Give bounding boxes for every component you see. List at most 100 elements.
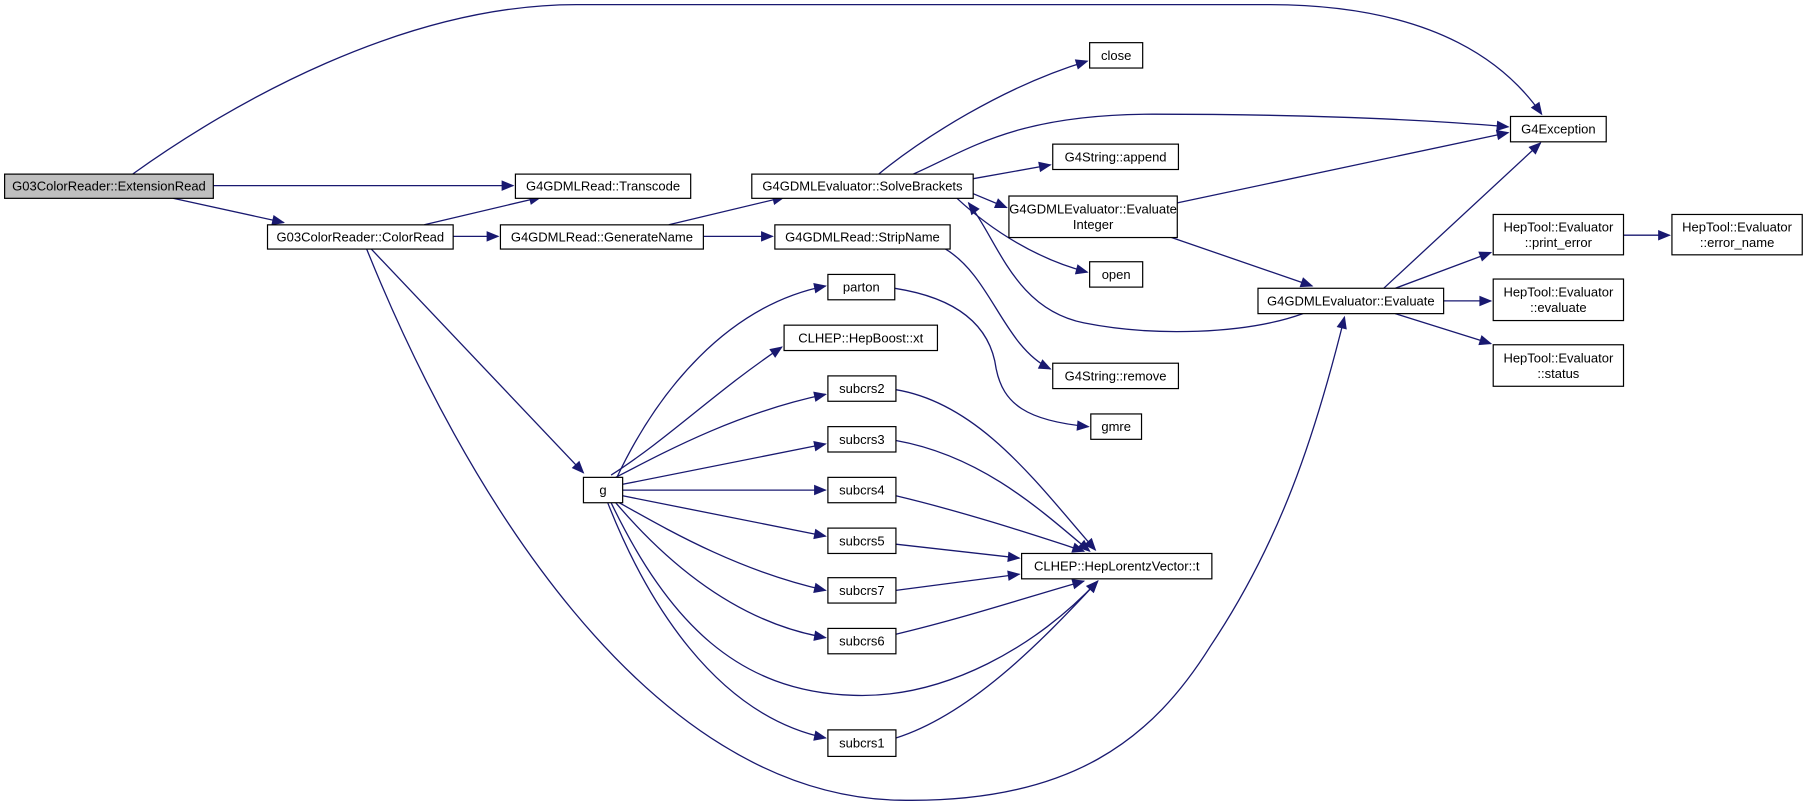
node-hep-evaluate[interactable]: HepTool::Evaluator::evaluate xyxy=(1492,278,1625,322)
node-label: ::error_name xyxy=(1700,235,1774,250)
node-label: HepTool::Evaluator xyxy=(1503,285,1614,300)
node-g[interactable]: g xyxy=(582,476,624,504)
edge-arrowhead xyxy=(1479,295,1493,307)
edge-colorread-to-transcode xyxy=(424,194,543,226)
edge-line xyxy=(968,202,1304,333)
edge-line xyxy=(895,580,1099,739)
edge-line xyxy=(895,389,1096,551)
node-label: open xyxy=(1102,267,1131,282)
node-colorread[interactable]: G03ColorReader::ColorRead xyxy=(266,224,454,250)
edge-line xyxy=(370,248,584,474)
edge-generatename-to-stripname xyxy=(703,231,774,242)
node-box xyxy=(1090,413,1143,440)
node-transcode[interactable]: G4GDMLRead::Transcode xyxy=(514,173,692,199)
edge-arrowhead xyxy=(1496,120,1510,132)
node-g4exception[interactable]: G4Exception xyxy=(1509,115,1607,143)
edge-g-to-subcrs3 xyxy=(622,441,827,485)
edge-generatename-to-solvebrackets xyxy=(668,194,786,226)
node-subcrs3[interactable]: subcrs3 xyxy=(827,426,897,453)
node-subcrs2[interactable]: subcrs2 xyxy=(827,375,897,402)
node-box xyxy=(774,224,951,250)
node-subcrs6[interactable]: subcrs6 xyxy=(827,627,897,655)
edge-colorread-to-generatename xyxy=(453,231,500,242)
edge-line xyxy=(610,346,783,476)
node-box xyxy=(1021,552,1213,580)
node-extensionread[interactable]: G03ColorReader::ExtensionRead xyxy=(4,173,214,199)
edge-g-to-subcrs1 xyxy=(607,502,827,741)
edge-arrowhead xyxy=(761,231,774,242)
edge-arrowhead xyxy=(1071,542,1086,553)
node-label: subcrs2 xyxy=(839,381,885,396)
node-evaluate[interactable]: G4GDMLEvaluator::Evaluate xyxy=(1257,287,1445,315)
edge-line xyxy=(895,580,1085,635)
edge-line xyxy=(622,443,826,485)
node-box xyxy=(1257,287,1445,315)
node-generatename[interactable]: G4GDMLRead::GenerateName xyxy=(499,224,704,250)
edge-arrowhead xyxy=(1478,335,1493,346)
edge-arrowhead xyxy=(967,201,980,216)
node-subcrs7[interactable]: subcrs7 xyxy=(827,577,897,604)
node-stripname[interactable]: G4GDMLRead::StripName xyxy=(774,224,951,250)
node-label: HepTool::Evaluator xyxy=(1682,219,1793,234)
edge-arrowhead xyxy=(1083,537,1097,552)
edge-arrowhead xyxy=(813,528,827,540)
edge-line xyxy=(894,287,1089,428)
node-box xyxy=(514,173,692,199)
node-label: subcrs3 xyxy=(839,432,885,447)
node-label: G4String::append xyxy=(1065,149,1167,164)
edge-arrowhead xyxy=(1086,580,1099,594)
node-parton[interactable]: parton xyxy=(827,273,896,301)
node-label: g xyxy=(599,483,606,498)
edge-arrowhead xyxy=(813,630,827,641)
node-box xyxy=(4,173,214,199)
edge-line xyxy=(878,60,1088,175)
edge-arrowhead xyxy=(813,391,827,402)
edge-line xyxy=(895,495,1085,552)
edge-g-to-subcrs6 xyxy=(615,502,827,641)
node-label: G03ColorReader::ColorRead xyxy=(277,229,445,244)
node-error-name[interactable]: HepTool::Evaluator::error_name xyxy=(1671,213,1803,256)
node-subcrs5[interactable]: subcrs5 xyxy=(827,527,897,555)
node-hep-status[interactable]: HepTool::Evaluator::status xyxy=(1492,344,1625,387)
node-solvebrackets[interactable]: G4GDMLEvaluator::SolveBrackets xyxy=(751,173,974,199)
node-print-error[interactable]: HepTool::Evaluator::print_error xyxy=(1492,213,1625,256)
edges xyxy=(132,3,1671,801)
edge-arrowhead xyxy=(1007,551,1021,563)
node-open[interactable]: open xyxy=(1089,261,1144,288)
edge-arrowhead xyxy=(1076,420,1090,431)
edge-arrowhead xyxy=(813,582,827,593)
edge-line xyxy=(607,502,826,739)
edge-subcrs6-to-lorentzvector-t xyxy=(895,579,1086,635)
edge-arrowhead xyxy=(571,460,585,474)
node-close[interactable]: close xyxy=(1089,42,1144,69)
node-label: G4GDMLEvaluator::Evaluate xyxy=(1009,202,1177,217)
edge-extensionread-to-colorread xyxy=(172,197,285,226)
edge-solvebrackets-to-g4string-append xyxy=(973,161,1052,180)
node-lorentzvector-t[interactable]: CLHEP::HepLorentzVector::t xyxy=(1021,552,1213,580)
node-g4string-remove[interactable]: G4String::remove xyxy=(1052,362,1180,390)
edge-solvebrackets-to-g4exception xyxy=(912,113,1510,175)
node-g4string-append[interactable]: G4String::append xyxy=(1052,143,1180,171)
edge-arrowhead xyxy=(813,441,827,452)
node-box xyxy=(1492,344,1625,387)
node-label: G03ColorReader::ExtensionRead xyxy=(12,179,206,194)
node-subcrs1[interactable]: subcrs1 xyxy=(827,729,897,758)
edge-arrowhead xyxy=(813,730,827,741)
edge-line xyxy=(1395,312,1492,345)
node-gmre[interactable]: gmre xyxy=(1090,413,1143,440)
node-box xyxy=(751,173,974,199)
edge-evaluate-to-solvebrackets xyxy=(967,201,1304,333)
edge-evaluate-to-hep-evaluate xyxy=(1443,295,1493,307)
node-hepboost-xt[interactable]: CLHEP::HepBoost::xt xyxy=(783,324,939,352)
edge-line xyxy=(615,502,826,639)
node-box xyxy=(1089,261,1144,288)
edge-g-to-subcrs2 xyxy=(615,391,827,478)
node-label: HepTool::Evaluator xyxy=(1503,219,1614,234)
node-box xyxy=(499,224,704,250)
edge-line xyxy=(668,196,785,226)
node-subcrs4[interactable]: subcrs4 xyxy=(827,476,897,504)
node-label: gmre xyxy=(1101,419,1131,434)
edge-arrowhead xyxy=(993,198,1008,209)
node-label: G4GDMLRead::StripName xyxy=(785,229,940,244)
